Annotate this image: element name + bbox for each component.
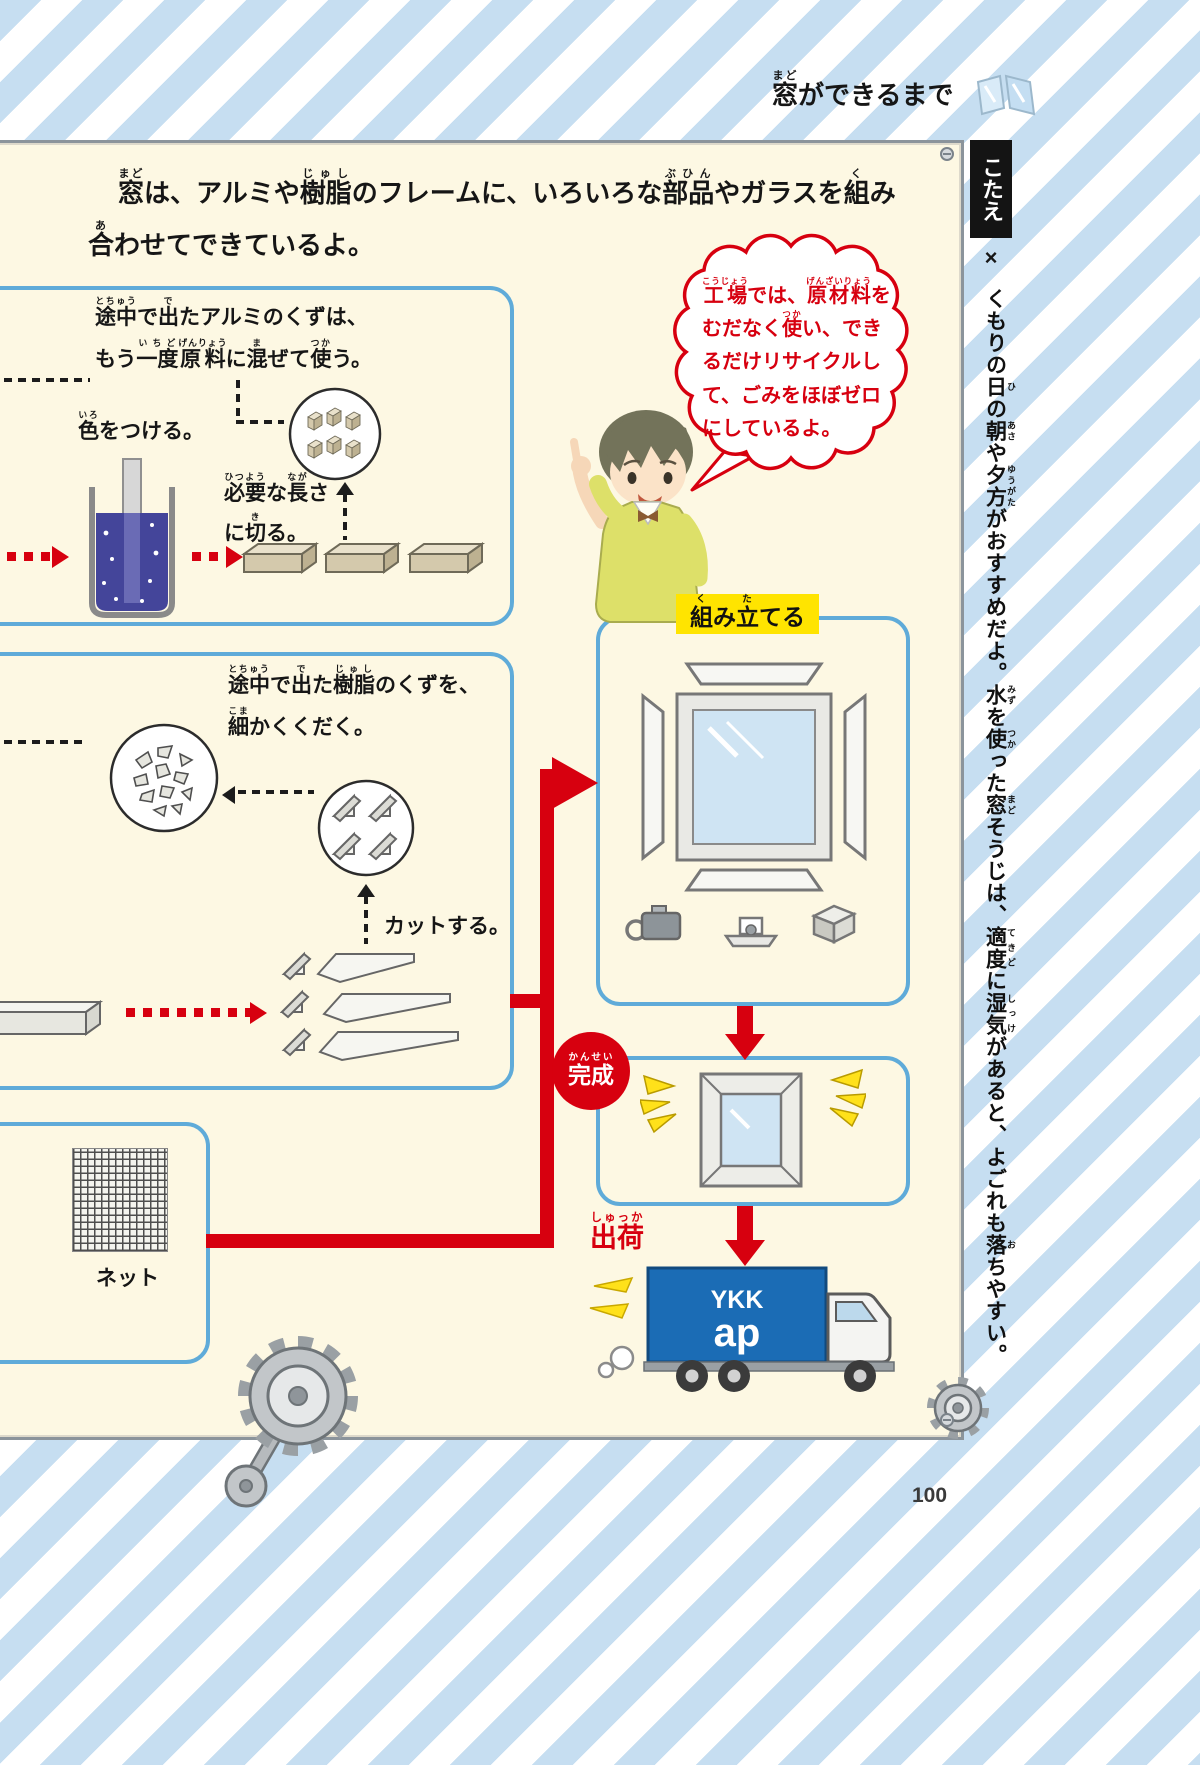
black-dashed-connector — [364, 896, 368, 944]
red-dashed-arrow — [192, 552, 226, 561]
truck-logo-bottom: ap — [714, 1311, 761, 1355]
cut-step-label: カットする。 — [384, 915, 510, 938]
sparkle-icon — [829, 1068, 866, 1128]
color-step-label: 色いろをつける。 — [78, 410, 204, 443]
cut-resin-pieces — [280, 951, 459, 1062]
black-dashed-connector — [236, 380, 240, 422]
truck-cargo-box — [646, 1266, 828, 1364]
red-dashed-arrow — [126, 1008, 252, 1017]
aluminum-note-line1: 途中とちゅうで出でたアルミのくずは、 — [95, 296, 368, 329]
intro-text-line1: 窓まどは、アルミや樹脂じゅしのフレームに、いろいろな部品ぶひんやガラスを組くみ — [118, 168, 896, 208]
speech-bubble — [673, 233, 909, 492]
cross-mark: × — [984, 245, 998, 270]
gear-crank-icon — [224, 1336, 358, 1508]
corner-pieces-circle — [317, 779, 415, 877]
red-arrow-head — [250, 1002, 267, 1024]
aluminum-recycle-box — [0, 286, 514, 626]
truck-wheel — [844, 1360, 876, 1392]
exhaust-puff — [609, 1345, 635, 1371]
resin-note-line2: 細こまかくくだく。 — [228, 706, 375, 739]
delivery-truck-illustration: YKK ap — [589, 1266, 895, 1392]
answer-ribbon-label: こたえ — [970, 140, 1012, 238]
vertical-answer-text: くもりの日ひの朝あさや夕方ゆうがたがおすすめだよ。水みずを使つかった窓まどそうじ… — [983, 288, 1017, 1366]
black-arrow-up — [336, 482, 354, 495]
flow-line-horizontal — [206, 1234, 554, 1248]
page-number: 100 — [912, 1484, 948, 1507]
window-icon — [976, 74, 1036, 116]
red-dashed-arrow — [0, 552, 52, 561]
black-dashed-connector — [0, 740, 86, 744]
cab-window — [835, 1301, 878, 1322]
flow-arrow-down — [725, 1034, 765, 1060]
window-roller-part — [723, 916, 779, 948]
window-bracket-part — [810, 904, 858, 945]
speed-line — [593, 1276, 634, 1293]
intro-text-line2: 合あわせてできているよ。 — [88, 220, 375, 260]
aluminum-bar — [240, 542, 320, 574]
net-mesh-image — [72, 1148, 168, 1252]
black-dashed-connector — [0, 378, 90, 382]
speech-bubble-text: 工場こうじょうでは、原材料げんざいりょうをむだなく使つかい、できるだけリサイクル… — [702, 276, 891, 440]
crushed-resin-circle — [109, 723, 219, 833]
black-dashed-connector — [236, 420, 284, 424]
complete-badge-label: 完成かんせい — [568, 1052, 614, 1088]
truck-logo-top: YKK — [711, 1286, 764, 1314]
gear-icon — [927, 1377, 989, 1439]
frame-screw-icon — [940, 147, 954, 161]
page-title: 窓まどができるまで — [772, 70, 954, 110]
flow-line-down — [737, 1206, 753, 1242]
exhaust-puff — [597, 1361, 615, 1379]
black-arrow-up — [357, 884, 375, 897]
sparkle-icon — [640, 1074, 677, 1134]
finished-window — [699, 1072, 803, 1188]
resin-recycle-box — [0, 652, 514, 1090]
truck-chassis — [643, 1361, 895, 1372]
window-crank-part — [625, 905, 682, 941]
red-arrow-head — [52, 546, 69, 568]
black-arrow-left — [222, 786, 235, 804]
flow-arrow-down — [725, 1240, 765, 1266]
cut-length-label-line2: に切きる。 — [224, 512, 308, 545]
truck-wheel — [676, 1360, 708, 1392]
speed-line — [589, 1303, 630, 1319]
aluminum-note-line2: もう一度いちど原料げんりょうに混まぜて使つかう。 — [95, 338, 373, 371]
flow-line-vertical — [540, 769, 554, 1248]
cut-length-label-line1: 必要ひつような長ながさ — [224, 472, 329, 505]
exploded-window-diagram — [641, 662, 867, 892]
aluminum-bar — [406, 542, 486, 574]
red-arrow-head — [226, 546, 243, 568]
truck-wheel — [718, 1360, 750, 1392]
boy-character-illustration — [570, 410, 708, 623]
flow-line-down — [737, 1006, 753, 1036]
aluminum-bar — [322, 542, 402, 574]
shipping-label: 出荷しゅっか — [590, 1212, 644, 1253]
complete-badge: 完成かんせい — [552, 1032, 630, 1110]
resin-note-line1: 途中とちゅうで出でた樹脂じゅしのくずを、 — [228, 664, 480, 697]
flow-line-stub — [510, 994, 544, 1008]
resin-profile-bar — [0, 1000, 104, 1036]
net-label: ネット — [96, 1267, 159, 1290]
color-dye-tank — [89, 458, 175, 618]
flow-arrow-right — [552, 757, 598, 809]
black-dashed-connector — [238, 790, 314, 794]
frame-screw-icon — [940, 1413, 954, 1427]
black-dashed-connector — [343, 494, 347, 540]
aluminum-scrap-circle — [288, 387, 382, 481]
assemble-step-label: 組くみ立たてる — [676, 594, 819, 634]
